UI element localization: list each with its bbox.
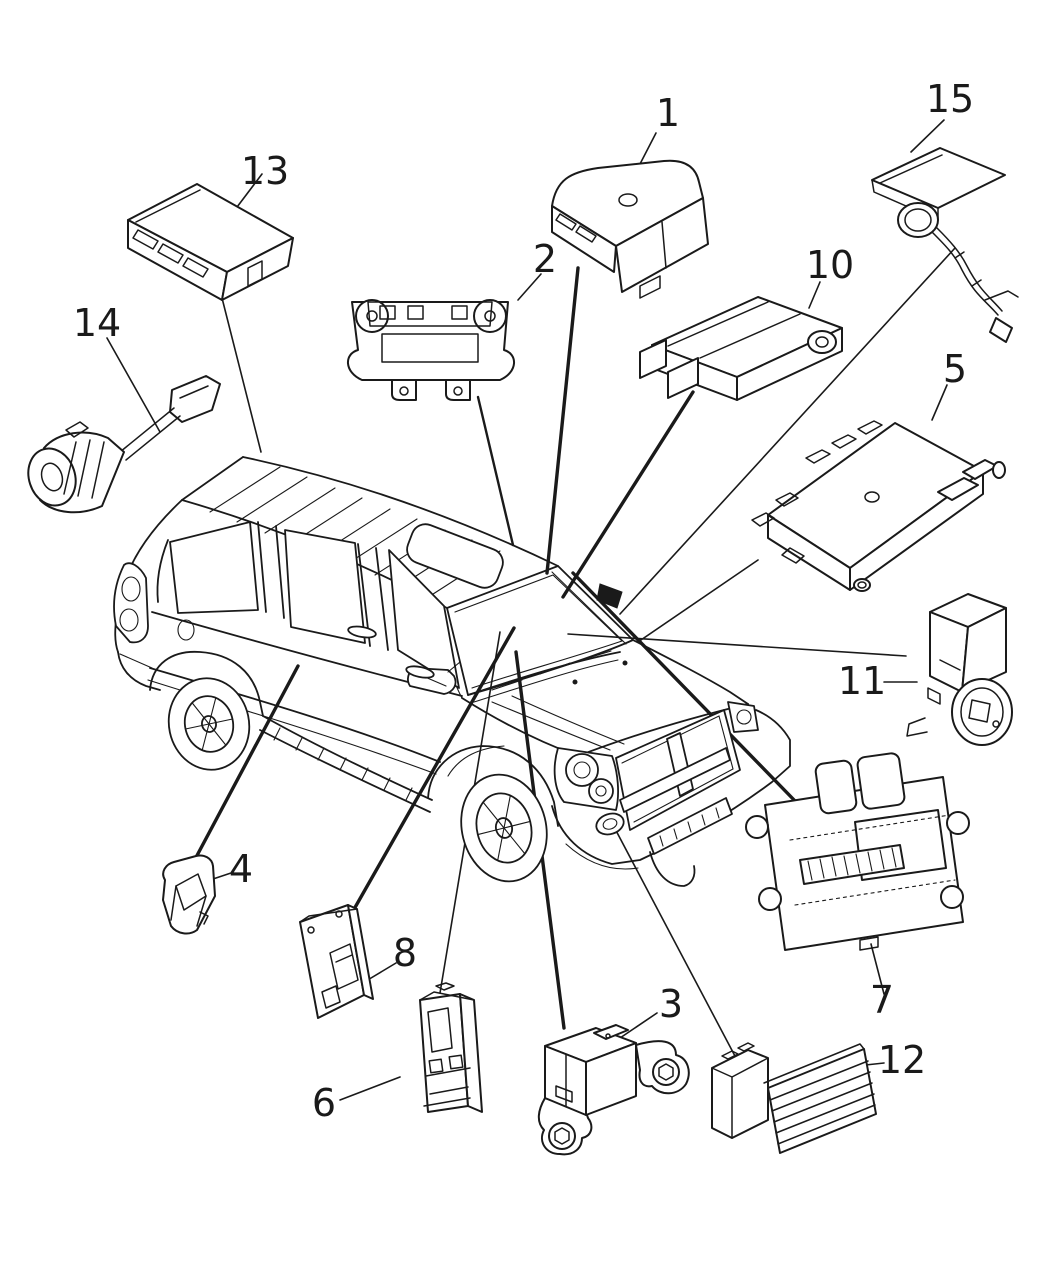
part-14-sensor — [27, 375, 221, 514]
part-label-1: 1 — [656, 91, 680, 135]
part-10-module — [639, 296, 843, 401]
part-label-7: 7 — [870, 978, 894, 1022]
label-dash-8 — [365, 962, 397, 982]
leader-line-13 — [221, 297, 262, 453]
leader-line-15 — [619, 247, 956, 615]
part-2-module — [347, 299, 515, 401]
part-label-3: 3 — [659, 982, 683, 1026]
side-windows — [151, 521, 463, 697]
part-label-6: 6 — [312, 1081, 336, 1125]
part-13-module — [127, 183, 294, 301]
fuel-door — [177, 619, 195, 641]
part-label-11: 11 — [838, 659, 886, 703]
label-dash-10 — [808, 281, 821, 309]
vehicle-roof — [181, 456, 559, 609]
label-dash-5 — [931, 384, 948, 421]
front-bumper — [551, 709, 791, 887]
part-label-5: 5 — [943, 347, 967, 391]
leader-line-12 — [611, 822, 746, 1076]
part-1-module — [551, 159, 709, 299]
part-number-labels: 1 2 3 4 5 6 7 8 10 11 12 13 14 15 — [73, 77, 974, 1125]
part-label-13: 13 — [241, 149, 289, 193]
grille-crosshair-horizontal — [619, 747, 731, 813]
headlamps — [553, 701, 759, 811]
part-11-module — [906, 593, 1013, 746]
grille — [615, 709, 741, 831]
far-side-mirror — [596, 583, 623, 609]
part-label-2: 2 — [533, 237, 557, 281]
part-label-8: 8 — [393, 931, 417, 975]
label-dash-1 — [639, 132, 657, 165]
far-front-wheel — [649, 851, 696, 887]
front-wheel — [427, 745, 559, 883]
running-board-hatch — [273, 727, 413, 801]
door-handle-front — [405, 665, 435, 679]
leader-line-5 — [637, 559, 759, 643]
leader-line-4 — [191, 664, 300, 865]
part-6-module — [419, 982, 483, 1113]
part-label-15: 15 — [926, 77, 974, 121]
part-label-14: 14 — [73, 301, 121, 345]
leader-line-14 — [106, 337, 161, 433]
fog-lamp — [595, 812, 625, 836]
leader-line-2 — [476, 395, 515, 547]
leader-line-8 — [351, 626, 516, 913]
label-dash-7 — [870, 943, 885, 995]
sunroof — [406, 523, 504, 589]
part-3-module — [537, 1024, 690, 1156]
leader-line-10 — [561, 390, 695, 599]
rear-wheel — [149, 651, 264, 771]
vehicle-rear — [113, 499, 195, 691]
leader-line-11 — [567, 633, 907, 657]
leader-line-1 — [545, 266, 580, 575]
part-7-module — [745, 752, 970, 951]
part-drawings — [27, 147, 1019, 1156]
part-label-10: 10 — [806, 243, 854, 287]
mirrors-handles — [347, 583, 623, 695]
part-label-12: 12 — [878, 1038, 926, 1082]
part-15-sensor — [871, 147, 1019, 343]
label-dash-2 — [517, 273, 542, 301]
part-5-module — [751, 420, 1006, 592]
label-dash-3 — [619, 1012, 658, 1039]
door-handle-rear — [347, 625, 377, 639]
part-label-4: 4 — [229, 847, 253, 891]
vehicle-drawing — [113, 456, 791, 887]
far-headlamp — [727, 701, 759, 733]
part-8-module — [299, 904, 374, 1019]
part-4-bracket — [162, 854, 216, 935]
label-dash-15 — [910, 119, 945, 153]
label-dash-6 — [339, 1076, 401, 1101]
leader-line-7 — [571, 571, 799, 805]
hood — [461, 639, 749, 757]
part-12-resistor — [711, 1042, 877, 1154]
